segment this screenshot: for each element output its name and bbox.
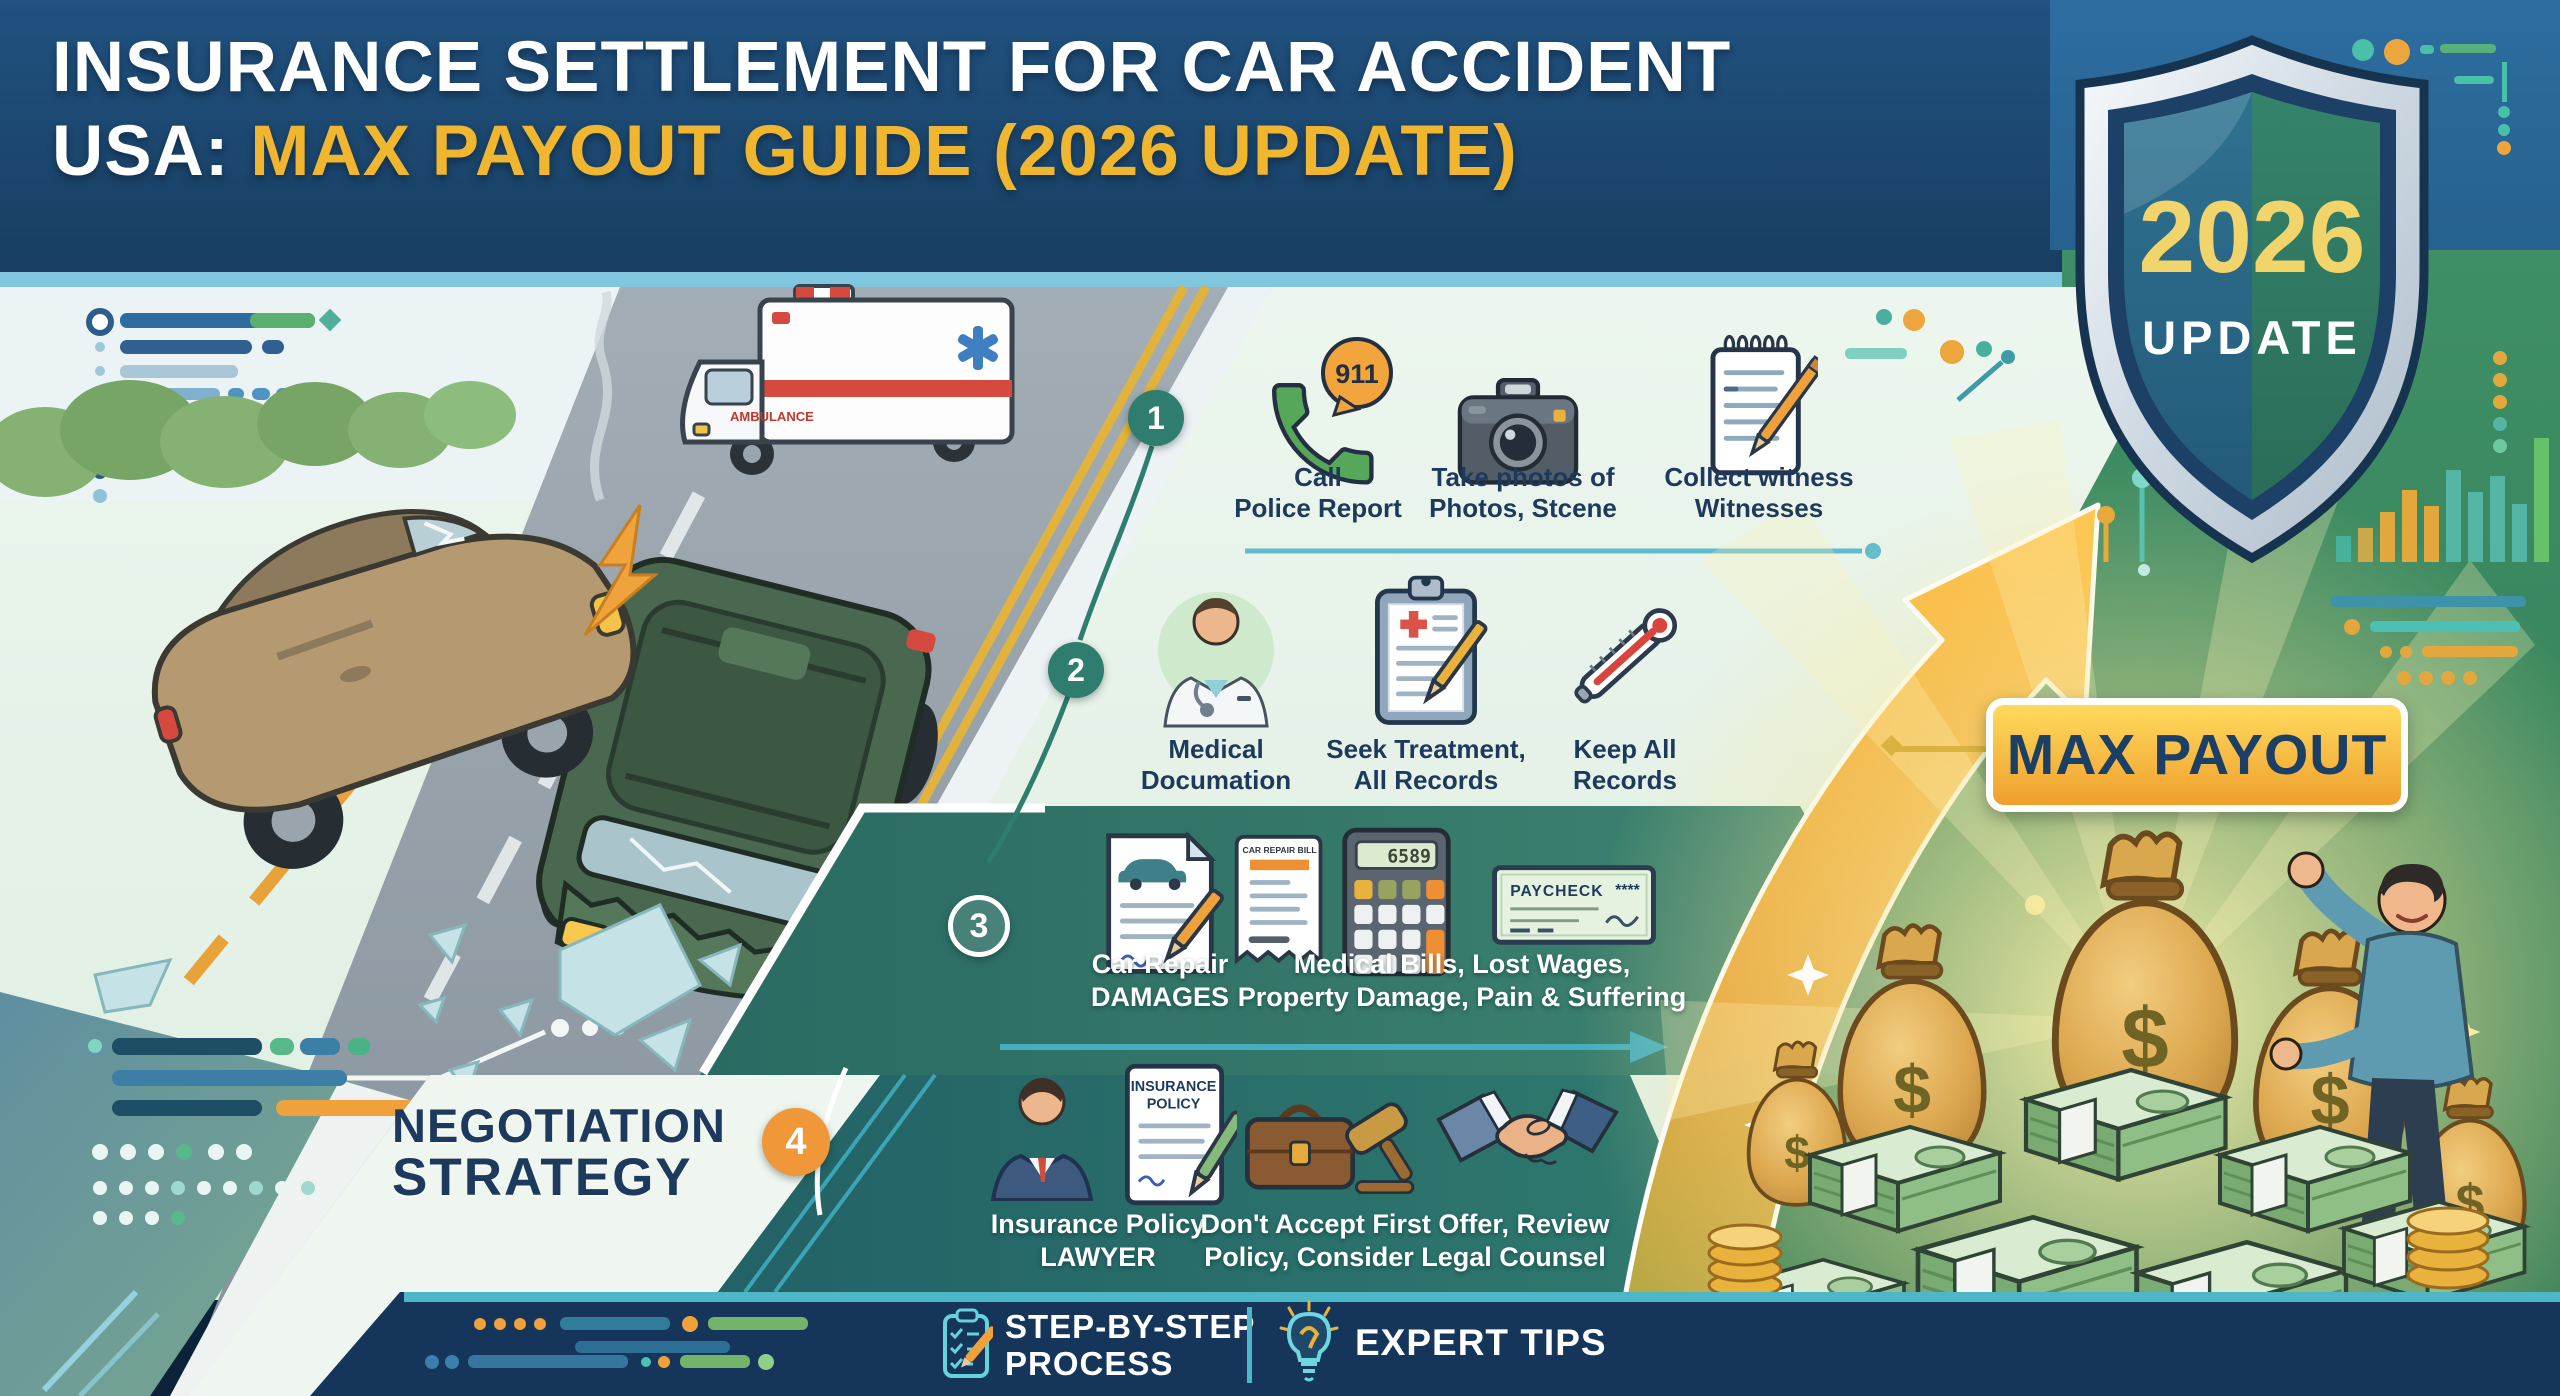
briefcase-gavel-icon [1245, 1102, 1415, 1194]
footer-divider [1247, 1307, 1252, 1383]
dash-dot-decor [41, 1019, 625, 1396]
negotiation-wedge [190, 1075, 880, 1396]
title-line2-highlight: MAX PAYOUT GUIDE (2026 UPDATE) [250, 112, 1518, 191]
accent-strip [0, 272, 2062, 287]
911-phone-icon: 911 [1272, 337, 1393, 485]
insurance-policy-icon: INSURANCE POLICY [1124, 1063, 1237, 1206]
header-band [0, 0, 2062, 274]
top-right-decor [2352, 39, 2511, 155]
doctor-icon [1158, 592, 1274, 728]
footer-right-text: EXPERT TIPS [1355, 1322, 1607, 1363]
page-title: INSURANCE SETTLEMENT FOR CAR ACCIDENT US… [52, 26, 1731, 194]
step-3-badge: 3 [948, 895, 1010, 957]
max-payout-text: MAX PAYOUT [2006, 723, 2388, 787]
footer-bar [310, 1292, 2560, 1396]
money-scene [1580, 420, 2560, 1396]
paycheck-stars: **** [1615, 882, 1640, 899]
lightbulb-icon [1279, 1300, 1339, 1382]
paycheck-title: PAYCHECK [1510, 883, 1603, 900]
ambulance-text: AMBULANCE [730, 409, 814, 424]
step3-band-edge [699, 803, 1045, 1076]
negotiation-heading: NEGOTIATION STRATEGY [392, 1099, 726, 1207]
checklist-icon [943, 1308, 993, 1378]
accident-scene: AMBULANCE [0, 284, 1272, 1396]
green-panel-decor [2097, 351, 2549, 685]
calculator-icon: 6589 [1342, 827, 1451, 977]
title-line-1: INSURANCE SETTLEMENT FOR CAR ACCIDENT [52, 28, 1732, 107]
policy-doc-line1: INSURANCE [1131, 1079, 1217, 1095]
max-payout-callout: MAX PAYOUT [1986, 698, 2408, 853]
step-2-badge: 2 [1048, 642, 1104, 698]
shield-label: UPDATE [2142, 311, 2362, 364]
step3-item2-label: Medical Bills, Lost Wages,Property Damag… [1237, 949, 1687, 1012]
mint-decor [1845, 309, 2015, 402]
step-4-badge: 4 [762, 1108, 830, 1176]
sedan-car [151, 509, 637, 869]
collision-bolt [583, 504, 660, 637]
bar-chart-decor [2336, 438, 2549, 562]
step-1-badge: 1 [1128, 390, 1184, 446]
calculator-display: 6589 [1387, 847, 1431, 868]
smoke [589, 290, 613, 502]
shield-year: 2026 [2139, 180, 2366, 294]
911-bubble-text: 911 [1335, 359, 1379, 389]
receipt-title: CAR REPAIR BILL [1243, 845, 1317, 855]
ambulance: AMBULANCE [680, 284, 1015, 475]
title-line-2: USA: MAX PAYOUT GUIDE (2026 UPDATE) [52, 110, 1731, 194]
thermometer-icon [1574, 608, 1678, 704]
step2-item2-label: Seek Treatment,All Records [1326, 734, 1526, 795]
paycheck-icon: PAYCHECK **** [1492, 865, 1656, 945]
car-repair-document-icon [1106, 831, 1224, 974]
gold-coins [1707, 1206, 2490, 1299]
handshake-icon [1436, 1088, 1619, 1165]
lawyer-icon [990, 1078, 1094, 1201]
bushes [0, 380, 516, 497]
title-line2-prefix: USA: [52, 112, 230, 191]
camera-icon [1457, 377, 1579, 485]
footer-decor [425, 1316, 808, 1370]
medical-clipboard-icon [1375, 575, 1488, 725]
witness-notepad-icon [1710, 334, 1818, 476]
repair-bill-receipt-icon: CAR REPAIR BILL [1234, 834, 1323, 965]
callout-connector [1896, 746, 1990, 752]
policy-doc-line2: POLICY [1147, 1097, 1201, 1113]
shield-badge: 2026 UPDATE [2075, 35, 2429, 564]
